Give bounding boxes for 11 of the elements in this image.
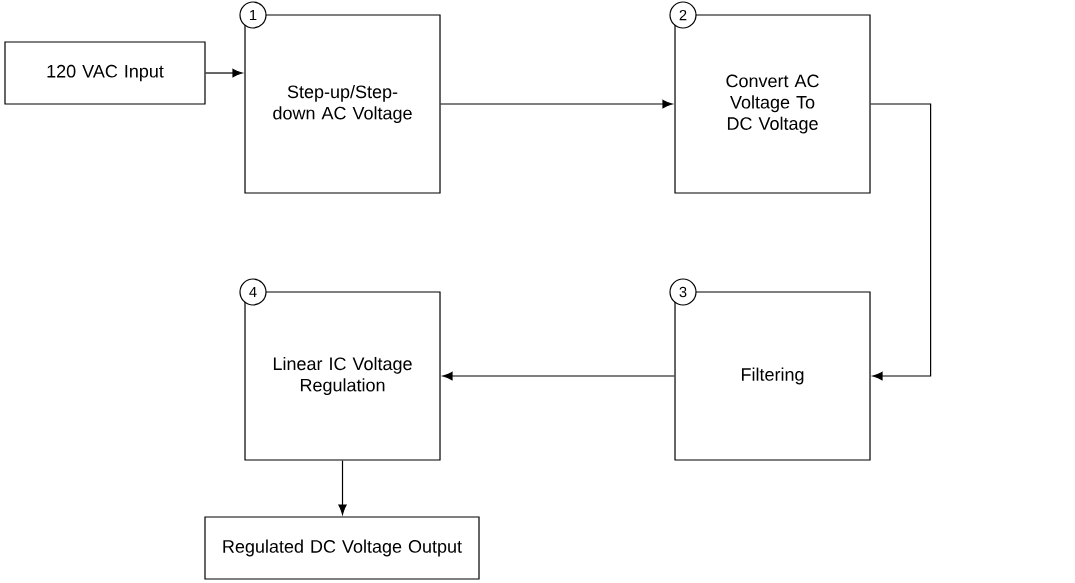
output-box: Regulated DC Voltage Output xyxy=(204,516,480,580)
arrow xyxy=(440,99,673,109)
arrow xyxy=(442,371,675,381)
callout-number: 3 xyxy=(669,278,697,306)
input-box: 120 VAC Input xyxy=(4,41,206,105)
callout-number: 2 xyxy=(669,1,697,29)
callout-number: 4 xyxy=(239,278,267,306)
arrow xyxy=(205,68,243,78)
arrow xyxy=(338,460,347,515)
callout-number: 1 xyxy=(239,1,267,29)
arrow xyxy=(870,103,932,381)
